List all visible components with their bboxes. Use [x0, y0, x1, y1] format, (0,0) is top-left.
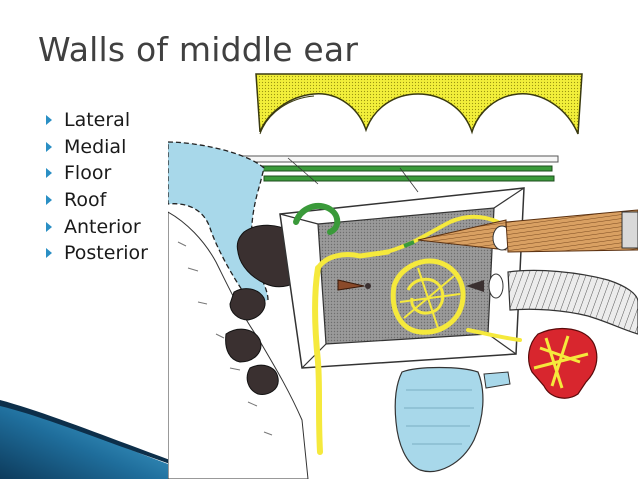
bullet-item-roof: Roof	[46, 187, 148, 214]
bullet-label: Roof	[64, 189, 107, 212]
bullet-label: Anterior	[64, 215, 141, 238]
bullet-label: Posterior	[64, 242, 148, 265]
bullet-label: Floor	[64, 162, 112, 185]
bullet-item-posterior: Posterior	[46, 240, 148, 267]
triangle-bullet-icon	[46, 248, 52, 259]
bullet-item-anterior: Anterior	[46, 213, 148, 240]
triangle-bullet-icon	[46, 195, 52, 206]
triangle-bullet-icon	[46, 221, 52, 232]
triangle-bullet-icon	[46, 168, 52, 179]
bullet-list: Lateral Medial Floor Roof Anterior Poste…	[46, 107, 148, 267]
bullet-item-floor: Floor	[46, 160, 148, 187]
bullet-label: Lateral	[64, 109, 131, 132]
slide-title: Walls of middle ear	[38, 30, 359, 69]
bullet-label: Medial	[64, 135, 127, 158]
middle-ear-walls-diagram	[168, 73, 638, 479]
bullet-item-lateral: Lateral	[46, 107, 148, 134]
corner-accent-swoosh	[0, 400, 170, 479]
triangle-bullet-icon	[46, 115, 52, 126]
triangle-bullet-icon	[46, 141, 52, 152]
bullet-item-medial: Medial	[46, 134, 148, 161]
